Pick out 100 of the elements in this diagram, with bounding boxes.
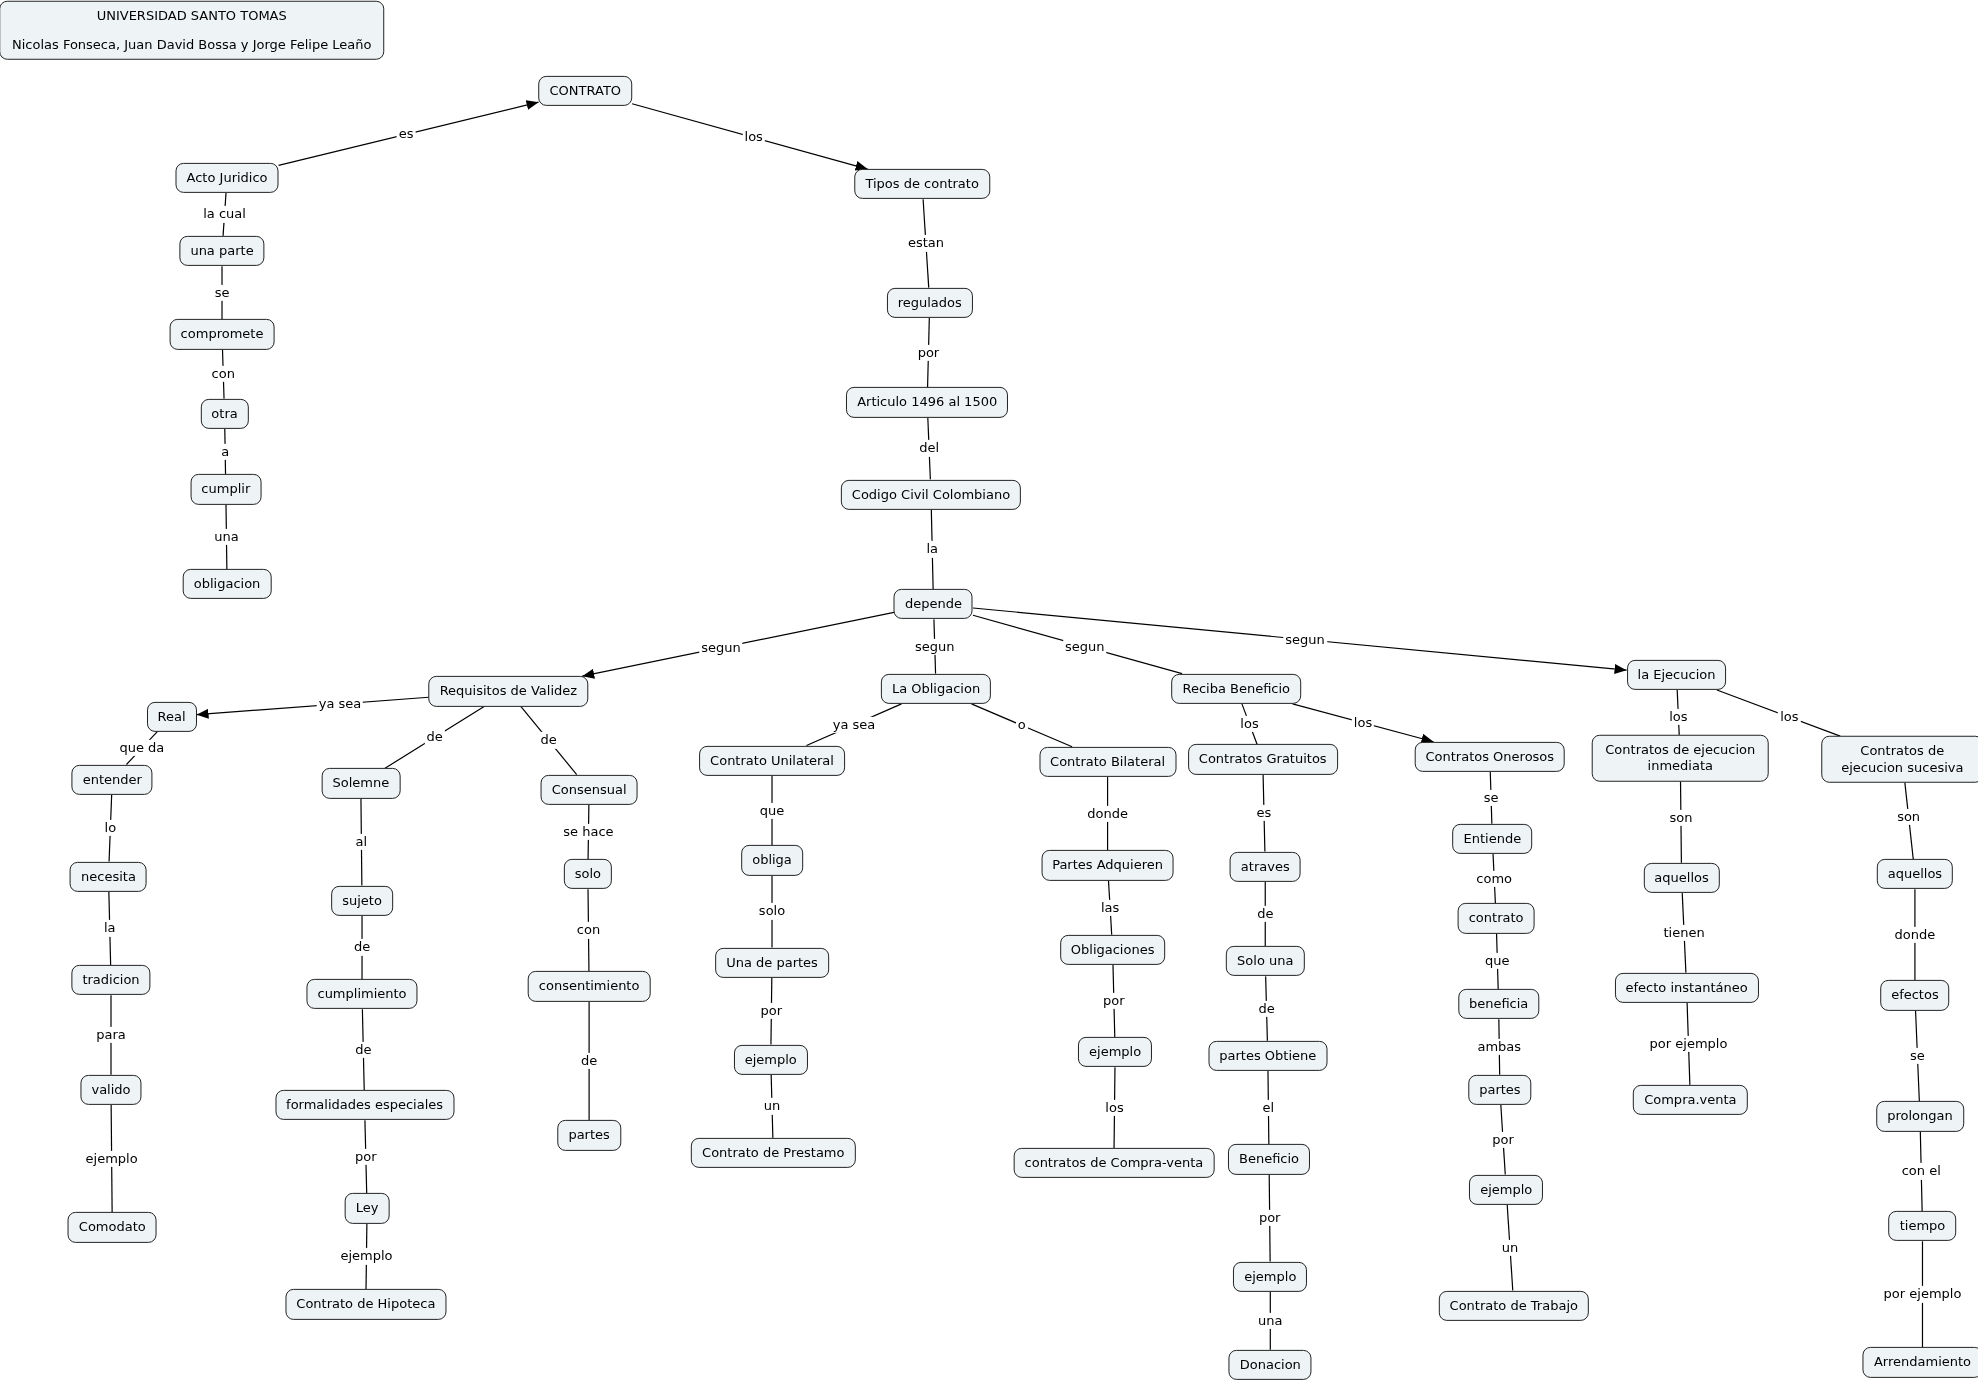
edge-label: ejemplo — [83, 1150, 140, 1167]
concept-label: contratos de Compra-venta — [1024, 1154, 1204, 1172]
concept-box — [840, 479, 1022, 510]
concept-box — [527, 971, 651, 1002]
edge-label: los — [1667, 708, 1690, 725]
edge-label: donde — [1085, 805, 1130, 822]
edge-label: que da — [117, 739, 167, 757]
concept-box — [200, 398, 249, 429]
concept-box — [182, 568, 272, 600]
arrow — [277, 100, 540, 166]
concept-box — [1228, 1349, 1312, 1380]
concept-box — [285, 1289, 447, 1320]
author-text: Nicolas Fonseca, Juan David Bossa y Jorge Felipe Leaño — [11, 36, 372, 53]
connector-line — [770, 1074, 774, 1139]
concept-label: aquellos — [1887, 866, 1943, 883]
edge-label: con — [209, 365, 237, 383]
edge-label: estan — [905, 235, 946, 252]
edge-label: a — [219, 443, 232, 460]
connector-line — [970, 703, 1073, 748]
connector-line — [1506, 1204, 1514, 1292]
concept-box — [1039, 746, 1177, 778]
concept-label: consentimiento — [538, 978, 640, 995]
concept-label: Beneficio — [1239, 1151, 1300, 1168]
concept-label: Solemne — [332, 775, 390, 792]
concept-label: Contrato de Prestamo — [702, 1144, 845, 1162]
edge-label: es — [1254, 804, 1274, 822]
concept-label: otra — [211, 405, 238, 422]
concept-box — [1457, 903, 1535, 934]
concept-label: obligacion — [193, 575, 261, 593]
edge-label: de — [351, 939, 373, 956]
connector-line — [361, 915, 363, 980]
connector-line — [384, 705, 485, 769]
edge-label: solo — [756, 903, 788, 920]
concept-label: La Obligacion — [891, 680, 981, 697]
concept-label: Contrato Bilateral — [1050, 753, 1166, 771]
edge-label: de — [1256, 1000, 1277, 1017]
edge-label: de — [1255, 905, 1276, 923]
edge-label: por — [353, 1148, 379, 1165]
concept-label: Obligaciones — [1070, 941, 1155, 958]
edge-label: que — [757, 802, 787, 819]
arrow — [1291, 703, 1435, 744]
concept-label: Solo una — [1237, 953, 1294, 970]
edge-label: se — [1908, 1047, 1927, 1064]
connector-line — [1265, 975, 1268, 1042]
edge-label: por ejemplo — [1881, 1286, 1964, 1303]
edge-label: un — [761, 1098, 783, 1115]
concept-box — [1614, 972, 1759, 1003]
concept-box — [733, 1044, 808, 1075]
concept-box — [1228, 1144, 1311, 1175]
edge-label: ambas — [1475, 1038, 1524, 1056]
edge-label: segun — [699, 639, 743, 656]
concept-box — [699, 745, 845, 776]
concept-label: Una de partes — [726, 954, 818, 971]
concept-box — [1457, 989, 1540, 1020]
concept-label: Partes Adquieren — [1052, 857, 1163, 874]
concept-box — [854, 169, 990, 200]
concept-box — [169, 319, 275, 350]
concept-box — [321, 768, 401, 799]
concept-box — [146, 701, 197, 732]
concept-label: sujeto — [342, 892, 382, 909]
concept-box — [1880, 980, 1950, 1011]
concept-box — [71, 965, 151, 996]
concept-label: prolongan — [1887, 1108, 1953, 1125]
edge-label: por — [1101, 992, 1127, 1010]
concept-label: regulados — [897, 294, 962, 311]
concept-box — [1643, 862, 1720, 894]
concept-box — [1229, 851, 1301, 882]
edge-label: los — [1103, 1099, 1126, 1116]
concept-label: Compra.venta — [1644, 1091, 1737, 1109]
concept-label: Donacion — [1239, 1356, 1301, 1374]
concept-box — [331, 885, 393, 916]
connector-line — [361, 1008, 365, 1091]
edge-label: para — [94, 1026, 128, 1044]
concept-label: Real — [157, 708, 186, 725]
connector-line — [588, 1001, 590, 1121]
concept-box — [1041, 850, 1174, 881]
edge-label: segun — [1063, 638, 1107, 655]
concept-box — [1592, 734, 1769, 782]
concept-label: cumplimiento — [317, 985, 407, 1003]
concept-box — [557, 1120, 621, 1151]
concept-label: la Ejecucion — [1637, 666, 1716, 683]
edge-label: los — [1778, 709, 1801, 726]
connector-line — [1113, 1066, 1116, 1149]
connector-line — [1262, 773, 1266, 853]
concept-box — [179, 235, 265, 267]
concept-label: CONTRATO — [549, 82, 622, 99]
edge-label: una — [212, 528, 241, 545]
concept-box — [1013, 1147, 1215, 1179]
edge-label: lo — [102, 820, 119, 837]
concept-label: Comodato — [78, 1219, 146, 1236]
concept-label: Ley — [355, 1200, 379, 1217]
concept-box — [1414, 741, 1566, 772]
concept-box — [1078, 1036, 1153, 1068]
concept-label: Arrendamiento — [1873, 1354, 1972, 1371]
edge-label: de — [579, 1052, 600, 1069]
concept-label: efectos — [1891, 987, 1939, 1004]
concept-label: Entiende — [1463, 830, 1522, 847]
concept-label: solo — [574, 866, 601, 883]
concept-label: depende — [905, 596, 962, 613]
concept-box — [846, 387, 1009, 418]
